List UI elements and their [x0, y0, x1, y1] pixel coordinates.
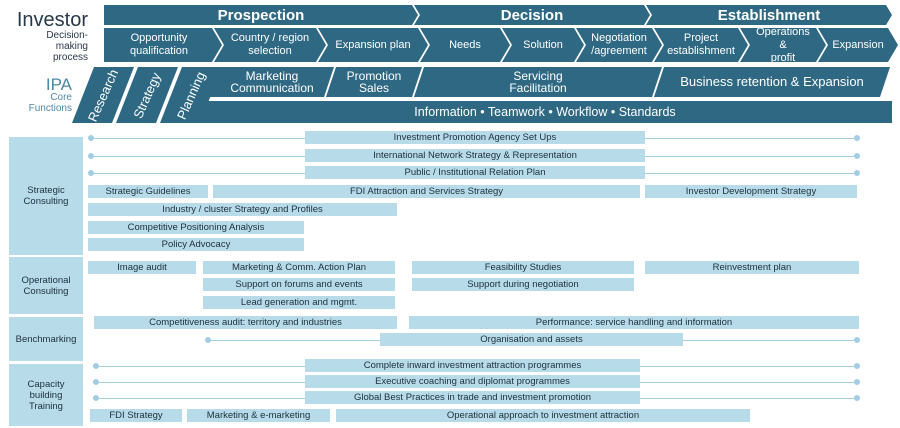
timeline-start-dot	[88, 153, 94, 159]
timeline-start-dot	[88, 135, 94, 141]
ipa-business-retention: Business retention & Expansion	[654, 67, 890, 97]
step-line: Expansion	[832, 38, 884, 51]
ipa-title: IPA	[45, 75, 72, 94]
category-benchmarking: Benchmarking	[9, 317, 83, 361]
category-line: Benchmarking	[15, 333, 77, 345]
step-line: Needs	[449, 38, 481, 51]
timeline-end-dot	[854, 337, 860, 343]
step-line: profit	[770, 51, 796, 64]
investor-title: Investor	[16, 9, 88, 31]
strategic-guidelines: Strategic Guidelines	[88, 185, 208, 198]
ipa-top-line: Promotion	[346, 69, 402, 83]
ipa-info-bar: Information • Teamwork • Workflow • Stan…	[198, 101, 892, 123]
operational-negotiation-support: Support during negotiation	[412, 278, 634, 291]
step-expansion: Expansion	[818, 28, 898, 62]
category-line: Consulting	[23, 285, 69, 297]
category-line: Strategic	[27, 185, 65, 196]
capacity-operational-approach: Operational approach to investment attra…	[336, 409, 750, 422]
strategic-policy-advocacy: Policy Advocacy	[88, 238, 304, 251]
category-line: Operational	[21, 274, 71, 286]
strategic-competitive-positioning: Competitive Positioning Analysis	[88, 221, 304, 234]
timeline-end-dot	[854, 379, 860, 385]
step-line: Opportunity	[130, 32, 188, 44]
phase-establishment: Establishment	[646, 5, 892, 25]
ipa-top-line: Facilitation	[509, 81, 567, 95]
benchmarking-performance: Performance: service handling and inform…	[409, 316, 859, 329]
investor-subtitle-line: Decision-	[46, 30, 88, 41]
strategic-fdi-attraction: FDI Attraction and Services Strategy	[213, 185, 640, 198]
step-solution: Solution	[502, 28, 584, 62]
investor-subtitle: Decision- making process	[4, 30, 88, 63]
timeline-end-dot	[854, 170, 860, 176]
step-line: selection	[248, 45, 292, 57]
timeline-end-dot	[854, 363, 860, 369]
strategic-ipa-setups: Investment Promotion Agency Set Ups	[305, 131, 645, 144]
strategic-public-relation-plan: Public / Institutional Relation Plan	[305, 166, 645, 179]
step-line: Operations &	[756, 25, 810, 51]
ipa-subtitle-line: Functions	[28, 103, 72, 114]
phase-decision: Decision	[414, 5, 650, 25]
investor-subtitle-line: process	[52, 52, 88, 63]
category-line: Capacity	[27, 378, 65, 390]
category-line: building	[29, 389, 63, 401]
benchmarking-competitiveness-audit: Competitiveness audit: territory and ind…	[94, 316, 397, 329]
timeline-start-dot	[93, 379, 99, 385]
step-needs: Needs	[420, 28, 510, 62]
capacity-fdi-strategy: FDI Strategy	[90, 409, 182, 422]
operational-reinvestment-plan: Reinvestment plan	[645, 261, 859, 274]
strategic-industry-cluster: Industry / cluster Strategy and Profiles	[88, 203, 397, 216]
operational-lead-generation: Lead generation and mgmt.	[203, 296, 395, 309]
capacity-best-practices: Global Best Practices in trade and inves…	[305, 391, 640, 404]
timeline-start-dot	[88, 170, 94, 176]
benchmarking-organisation-assets: Organisation and assets	[380, 333, 683, 346]
ipa-subtitle-line: Core	[50, 92, 72, 103]
step-line: qualification	[129, 45, 189, 57]
timeline-start-dot	[93, 363, 99, 369]
capacity-inward-programmes: Complete inward investment attraction pr…	[305, 359, 640, 372]
ipa-subtitle: Core Functions	[4, 92, 72, 114]
capacity-marketing-emarketing: Marketing & e-marketing	[187, 409, 330, 422]
step-line: Solution	[523, 38, 563, 51]
operational-marketing-action-plan: Marketing & Comm. Action Plan	[203, 261, 395, 274]
strategic-international-network: International Network Strategy & Represe…	[305, 149, 645, 162]
ipa-top-line: Marketing	[245, 69, 299, 83]
step-line: /agreement	[591, 45, 647, 57]
category-line: Training	[29, 400, 63, 412]
step-line: Expansion plan	[335, 38, 411, 51]
timeline-end-dot	[854, 153, 860, 159]
timeline-start-dot	[205, 337, 211, 343]
step-line: Project	[683, 32, 719, 44]
ipa-top-line: Business retention & Expansion	[680, 74, 864, 89]
strategic-investor-development: Investor Development Strategy	[645, 185, 857, 198]
phase-prospection: Prospection	[104, 5, 418, 25]
operational-feasibility-studies: Feasibility Studies	[412, 261, 634, 274]
step-operations-profit: Operations &profit	[740, 28, 826, 62]
step-expansion-plan: Expansion plan	[318, 28, 428, 62]
ipa-top-line: Servicing	[513, 69, 563, 83]
step-line: Negotiation	[591, 32, 647, 44]
timeline-end-dot	[854, 135, 860, 141]
timeline-start-dot	[93, 395, 99, 401]
step-line: establishment	[667, 45, 735, 57]
operational-forums-events: Support on forums and events	[203, 278, 395, 291]
timeline-end-dot	[854, 395, 860, 401]
step-line: Country / region	[230, 32, 310, 44]
step-negotiation: Negotiation/agreement	[576, 28, 662, 62]
investor-subtitle-line: making	[55, 41, 88, 52]
category-line: Consulting	[23, 196, 69, 207]
operational-image-audit: Image audit	[88, 261, 196, 274]
ipa-top-line: Communication	[230, 81, 314, 95]
ipa-top-line: Sales	[358, 81, 389, 95]
capacity-executive-coaching: Executive coaching and diplomat programm…	[305, 375, 640, 388]
